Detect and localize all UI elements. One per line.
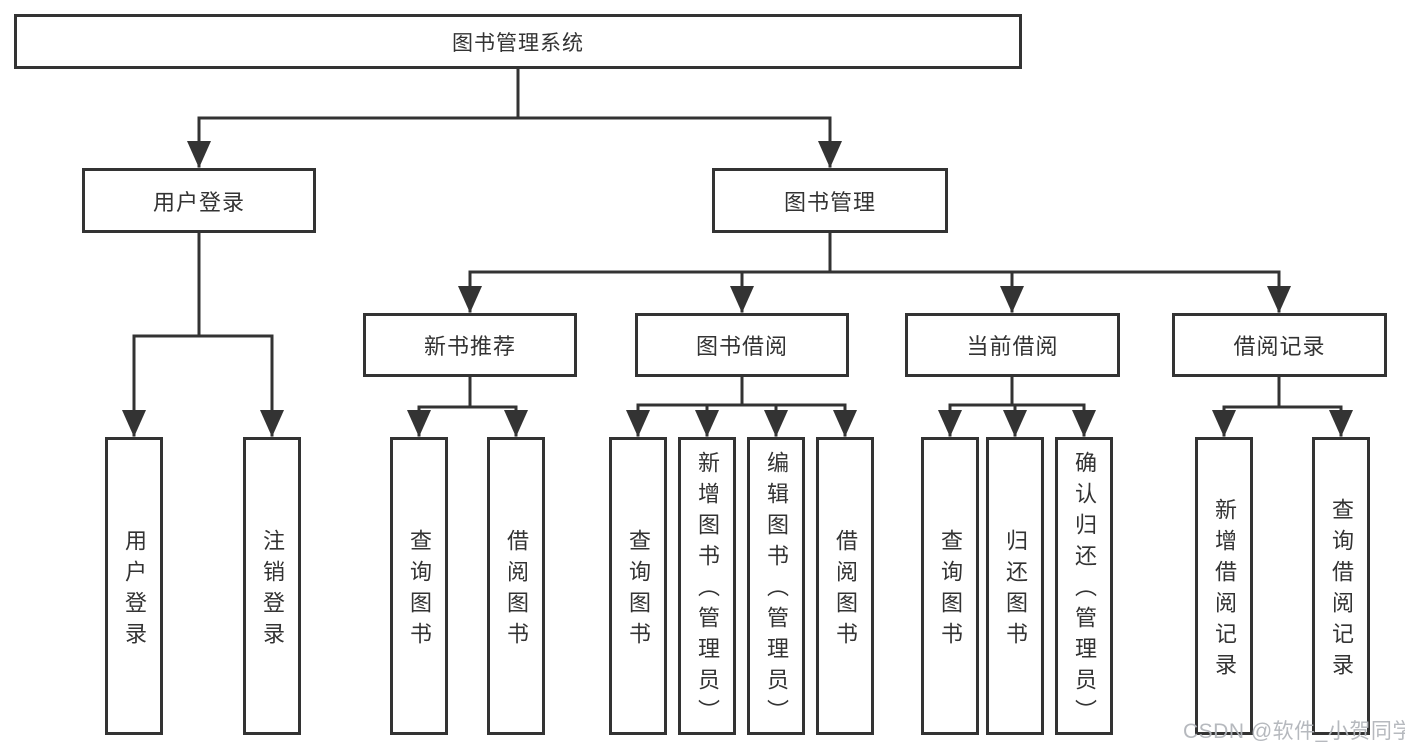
node-book-borrow: 图书借阅 — [635, 313, 849, 377]
node-new-book-recommend: 新书推荐 — [363, 313, 577, 377]
leaf-borrow-borrow-book: 借阅图书 — [816, 437, 874, 735]
node-library-system: 图书管理系统 — [14, 14, 1022, 69]
leaf-logout-label: 注销登录 — [260, 528, 285, 653]
node-current-borrow: 当前借阅 — [905, 313, 1120, 377]
leaf-borrow-query-book-label: 查询图书 — [626, 528, 651, 653]
leaf-recommend-borrow-book-label: 借阅图书 — [504, 528, 529, 653]
leaf-current-query-book: 查询图书 — [921, 437, 979, 735]
node-book-management: 图书管理 — [712, 168, 948, 233]
leaf-user-login-label: 用户登录 — [122, 528, 147, 653]
leaf-record-add-record: 新增借阅记录 — [1195, 437, 1253, 735]
leaf-current-return-book-label: 归还图书 — [1003, 528, 1028, 653]
leaf-borrow-edit-book: 编辑图书（管理员） — [747, 437, 805, 735]
leaf-recommend-query-book: 查询图书 — [390, 437, 448, 735]
leaf-user-login: 用户登录 — [105, 437, 163, 735]
leaf-recommend-query-book-label: 查询图书 — [407, 528, 432, 653]
leaf-current-return-book: 归还图书 — [986, 437, 1044, 735]
leaf-record-query-record-label: 查询借阅记录 — [1329, 497, 1354, 684]
leaf-recommend-borrow-book: 借阅图书 — [487, 437, 545, 735]
csdn-watermark: CSDN @软件_小贺同学 — [1183, 720, 1405, 743]
leaf-borrow-borrow-book-label: 借阅图书 — [833, 528, 858, 653]
leaf-record-query-record: 查询借阅记录 — [1312, 437, 1370, 735]
leaf-borrow-edit-book-label: 编辑图书（管理员） — [764, 451, 789, 730]
leaf-current-confirm-return-label: 确认归还（管理员） — [1072, 451, 1097, 730]
leaf-borrow-query-book: 查询图书 — [609, 437, 667, 735]
leaf-borrow-add-book: 新增图书（管理员） — [678, 437, 736, 735]
leaf-current-confirm-return: 确认归还（管理员） — [1055, 437, 1113, 735]
node-borrow-record: 借阅记录 — [1172, 313, 1387, 377]
leaf-logout: 注销登录 — [243, 437, 301, 735]
leaf-borrow-add-book-label: 新增图书（管理员） — [695, 451, 720, 730]
node-user-login: 用户登录 — [82, 168, 316, 233]
leaf-current-query-book-label: 查询图书 — [938, 528, 963, 653]
leaf-record-add-record-label: 新增借阅记录 — [1212, 497, 1237, 684]
